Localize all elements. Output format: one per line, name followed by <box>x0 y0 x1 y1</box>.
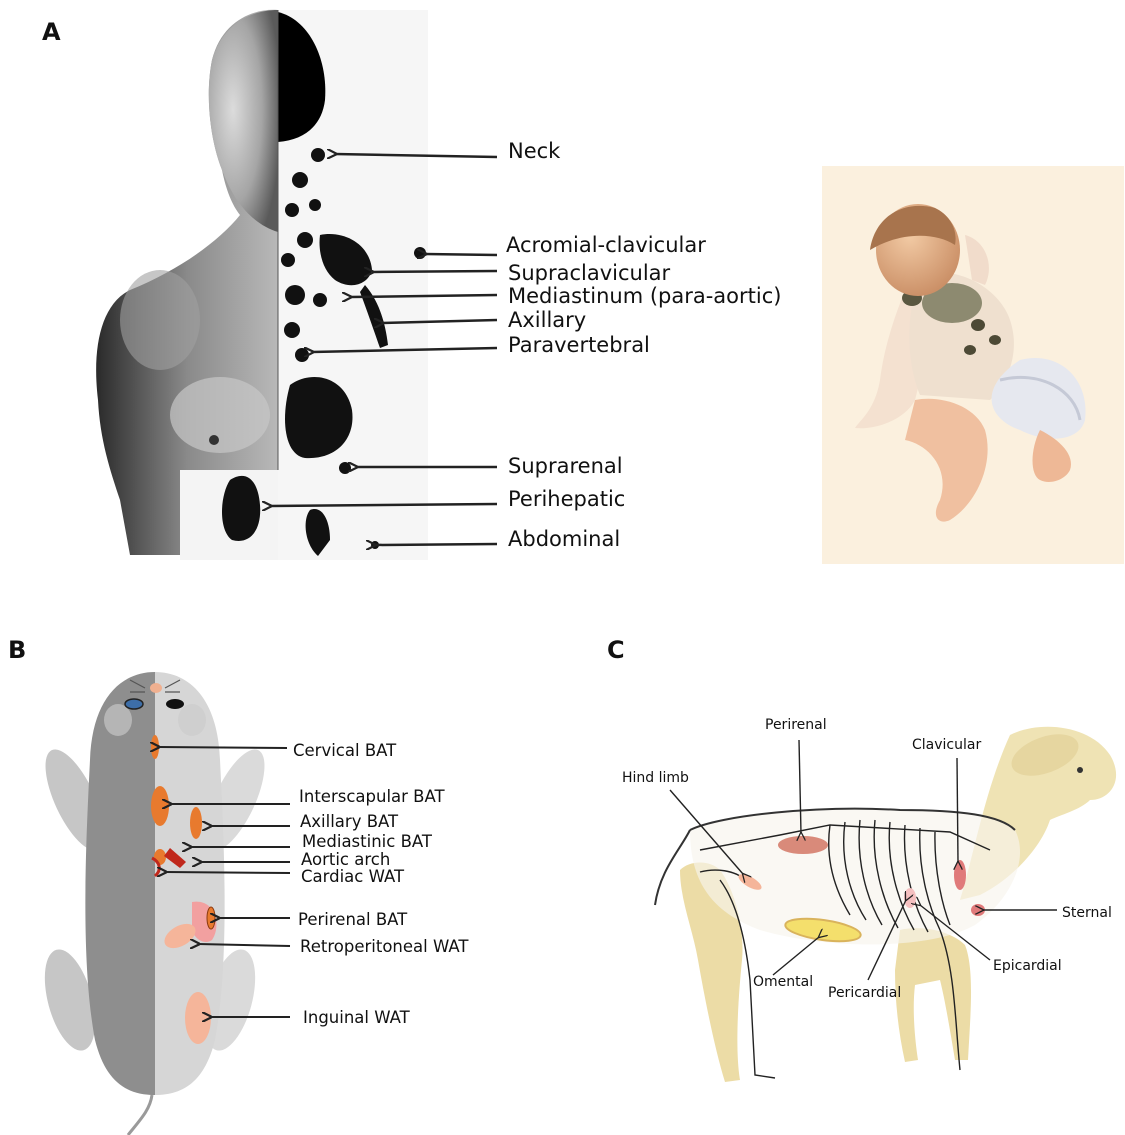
panel-b-labels: Cervical BAT Interscapular BAT Axillary … <box>293 741 469 1027</box>
arrow-cervical-bat <box>158 747 287 748</box>
arrow-abdominal <box>374 544 497 545</box>
label-clavicular: Clavicular <box>912 737 981 753</box>
label-supraclavicular: Supraclavicular <box>508 261 671 285</box>
label-axillary-bat: Axillary BAT <box>300 812 399 831</box>
label-perirenal: Perirenal <box>765 717 827 733</box>
label-neck: Neck <box>508 139 561 163</box>
label-sternal: Sternal <box>1062 905 1112 921</box>
label-epicardial: Epicardial <box>993 958 1062 974</box>
label-inguinal-wat: Inguinal WAT <box>303 1008 411 1027</box>
infant-illustration <box>822 166 1124 564</box>
label-paravertebral: Paravertebral <box>508 333 650 357</box>
label-hind-limb: Hind limb <box>622 770 689 786</box>
label-cardiac-wat: Cardiac WAT <box>301 867 405 886</box>
panel-a-labels: Neck Acromial-clavicular Supraclavicular… <box>506 139 781 551</box>
sheep-figure <box>655 726 1116 1082</box>
label-acromial-clavicular: Acromial-clavicular <box>506 233 706 257</box>
label-interscapular-bat: Interscapular BAT <box>299 787 445 806</box>
label-cervical-bat: Cervical BAT <box>293 741 397 760</box>
label-suprarenal: Suprarenal <box>508 454 623 478</box>
label-omental: Omental <box>753 974 813 990</box>
mouse-figure <box>34 672 277 1135</box>
label-mediastinum: Mediastinum (para-aortic) <box>508 284 781 308</box>
arrow-supraclavicular <box>372 271 497 272</box>
arrow-acromial-clavicular <box>425 254 497 255</box>
human-figure <box>96 10 428 560</box>
label-retroperitoneal-wat: Retroperitoneal WAT <box>300 937 469 956</box>
label-abdominal: Abdominal <box>508 527 620 551</box>
label-perihepatic: Perihepatic <box>508 487 625 511</box>
label-mediastinic-bat: Mediastinic BAT <box>302 832 433 851</box>
arrow-cardiac-wat <box>165 872 290 873</box>
label-axillary: Axillary <box>508 308 586 332</box>
label-perirenal-bat: Perirenal BAT <box>298 910 408 929</box>
arrow-clavicular <box>957 758 958 862</box>
arrow-omental <box>773 937 819 975</box>
label-pericardial: Pericardial <box>828 985 901 1001</box>
